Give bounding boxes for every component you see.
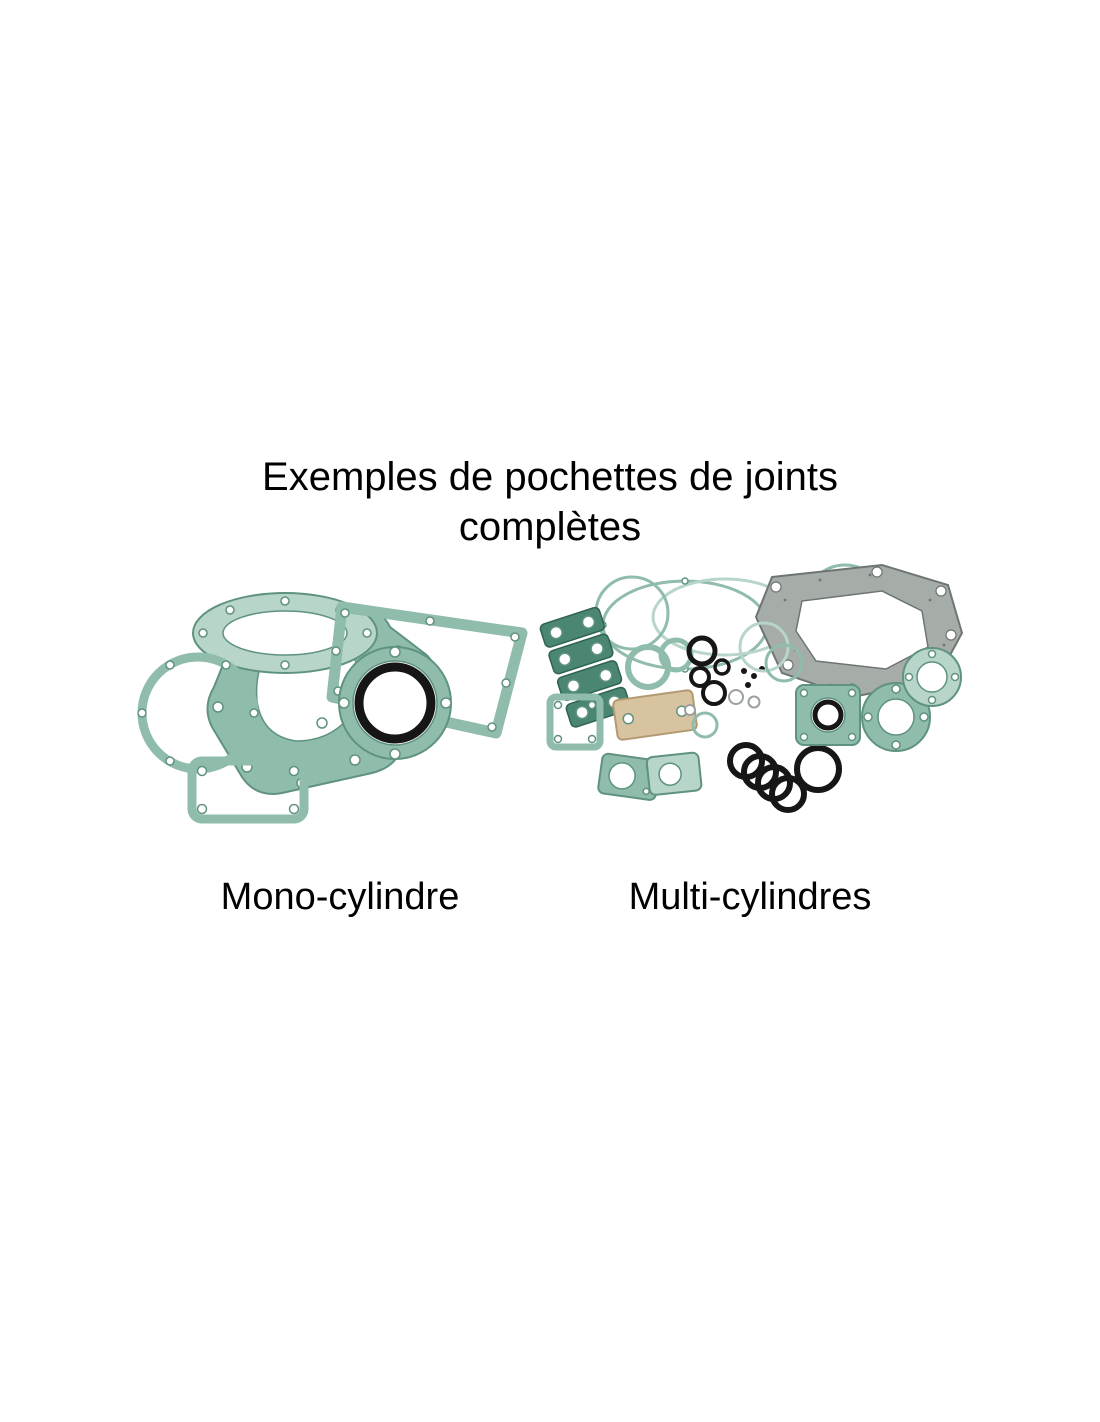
paper-gasket	[612, 689, 698, 741]
reed-valve-gasket	[187, 756, 309, 824]
oval-cover-gasket	[192, 592, 378, 674]
large-o-ring	[794, 745, 842, 793]
page-title-line1: Exemples de pochettes de joints	[262, 455, 838, 499]
round-head-gaskets	[861, 647, 962, 752]
thin-teal-rings	[691, 621, 804, 739]
gasket-kits-illustration	[137, 563, 964, 824]
page-title: Exemples de pochettes de joints complète…	[0, 452, 1100, 552]
head-gasket-with-black-ring	[338, 646, 452, 760]
o-ring-cluster	[684, 635, 765, 716]
square-outline-gasket	[546, 693, 604, 751]
bolt-hole	[316, 717, 328, 729]
multi-cylinder-gasket-set	[539, 563, 964, 813]
mono-cylinder-gasket-set	[137, 592, 528, 824]
small-rect-gaskets	[597, 751, 703, 801]
caption-mono-cylindre: Mono-cylindre	[220, 876, 460, 918]
page-title-line2: complètes	[458, 505, 642, 549]
caption-multi-cylindres: Multi-cylindres	[628, 876, 872, 918]
o-ring-stack	[727, 742, 807, 813]
square-head-gasket-with-ring	[795, 684, 861, 746]
bolt-hole	[349, 754, 361, 766]
